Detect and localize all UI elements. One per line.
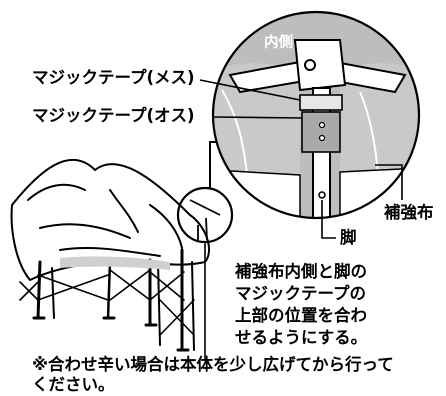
label-inside: 内側 <box>264 35 293 51</box>
footnote-line: ください。 <box>32 375 115 394</box>
footnote: ※合わせ辛い場合は本体を少し広げてから行って ください。 <box>32 355 442 395</box>
label-reinforcement-cloth: 補強布 <box>384 203 434 222</box>
tent-frame <box>10 158 210 352</box>
instruction-line: 上部の位置を合わ <box>235 306 367 325</box>
instruction-line: 補強布内側と脚の <box>235 262 367 281</box>
label-velcro-female: マジックテープ(メス) <box>32 68 195 87</box>
label-leg: 脚 <box>340 228 357 247</box>
instruction-text: 補強布内側と脚の マジックテープの 上部の位置を合わ せるようにする。 <box>235 261 367 349</box>
label-velcro-male: マジックテープ(オス) <box>32 106 195 125</box>
instruction-line: せるようにする。 <box>235 328 368 347</box>
footnote-line: ※合わせ辛い場合は本体を少し広げてから行って <box>32 355 394 374</box>
instruction-line: マジックテープの <box>235 284 367 303</box>
